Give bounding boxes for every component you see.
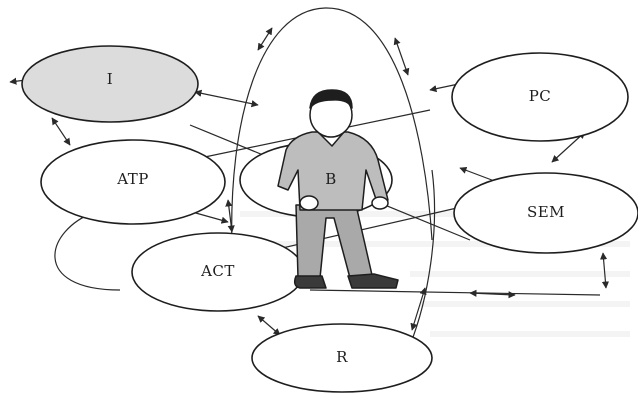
arrow-top-left bbox=[257, 27, 273, 51]
arrow-bottom-right bbox=[469, 289, 516, 299]
node-R: R bbox=[251, 323, 433, 393]
node-label-PC: PC bbox=[529, 87, 552, 105]
arrow-ACT-R bbox=[257, 315, 281, 336]
node-label-B: B bbox=[325, 170, 337, 188]
person-figure bbox=[277, 89, 399, 289]
node-label-ATP: ATP bbox=[116, 170, 149, 188]
person-right-shoe bbox=[347, 273, 399, 289]
right-arc bbox=[409, 169, 436, 346]
node-ACT: ACT bbox=[131, 232, 305, 312]
node-PC: PC bbox=[451, 52, 629, 142]
arrow-R-right bbox=[410, 287, 427, 331]
node-ATP: ATP bbox=[40, 139, 226, 225]
person-hair bbox=[309, 89, 353, 109]
arrow-I-ATP bbox=[51, 117, 71, 146]
person-torso bbox=[277, 131, 389, 211]
arrows bbox=[9, 27, 610, 336]
left-loop bbox=[54, 211, 121, 291]
node-label-R: R bbox=[336, 348, 348, 366]
arrow-I-B bbox=[194, 89, 259, 108]
arrow-B-ACT bbox=[225, 199, 235, 233]
node-label-I: I bbox=[107, 70, 113, 88]
node-label-ACT: ACT bbox=[200, 262, 235, 280]
person-right-hand bbox=[371, 196, 389, 210]
diamond-line-4 bbox=[309, 289, 601, 296]
person-left-shoe bbox=[293, 275, 327, 289]
top-arc bbox=[231, 7, 433, 251]
node-I: I bbox=[21, 45, 199, 123]
node-SEM: SEM bbox=[453, 172, 638, 254]
node-label-SEM: SEM bbox=[527, 203, 565, 221]
arrow-SEM-loop bbox=[599, 252, 610, 289]
arrow-top-right bbox=[393, 37, 410, 76]
person-left-hand bbox=[299, 195, 319, 211]
